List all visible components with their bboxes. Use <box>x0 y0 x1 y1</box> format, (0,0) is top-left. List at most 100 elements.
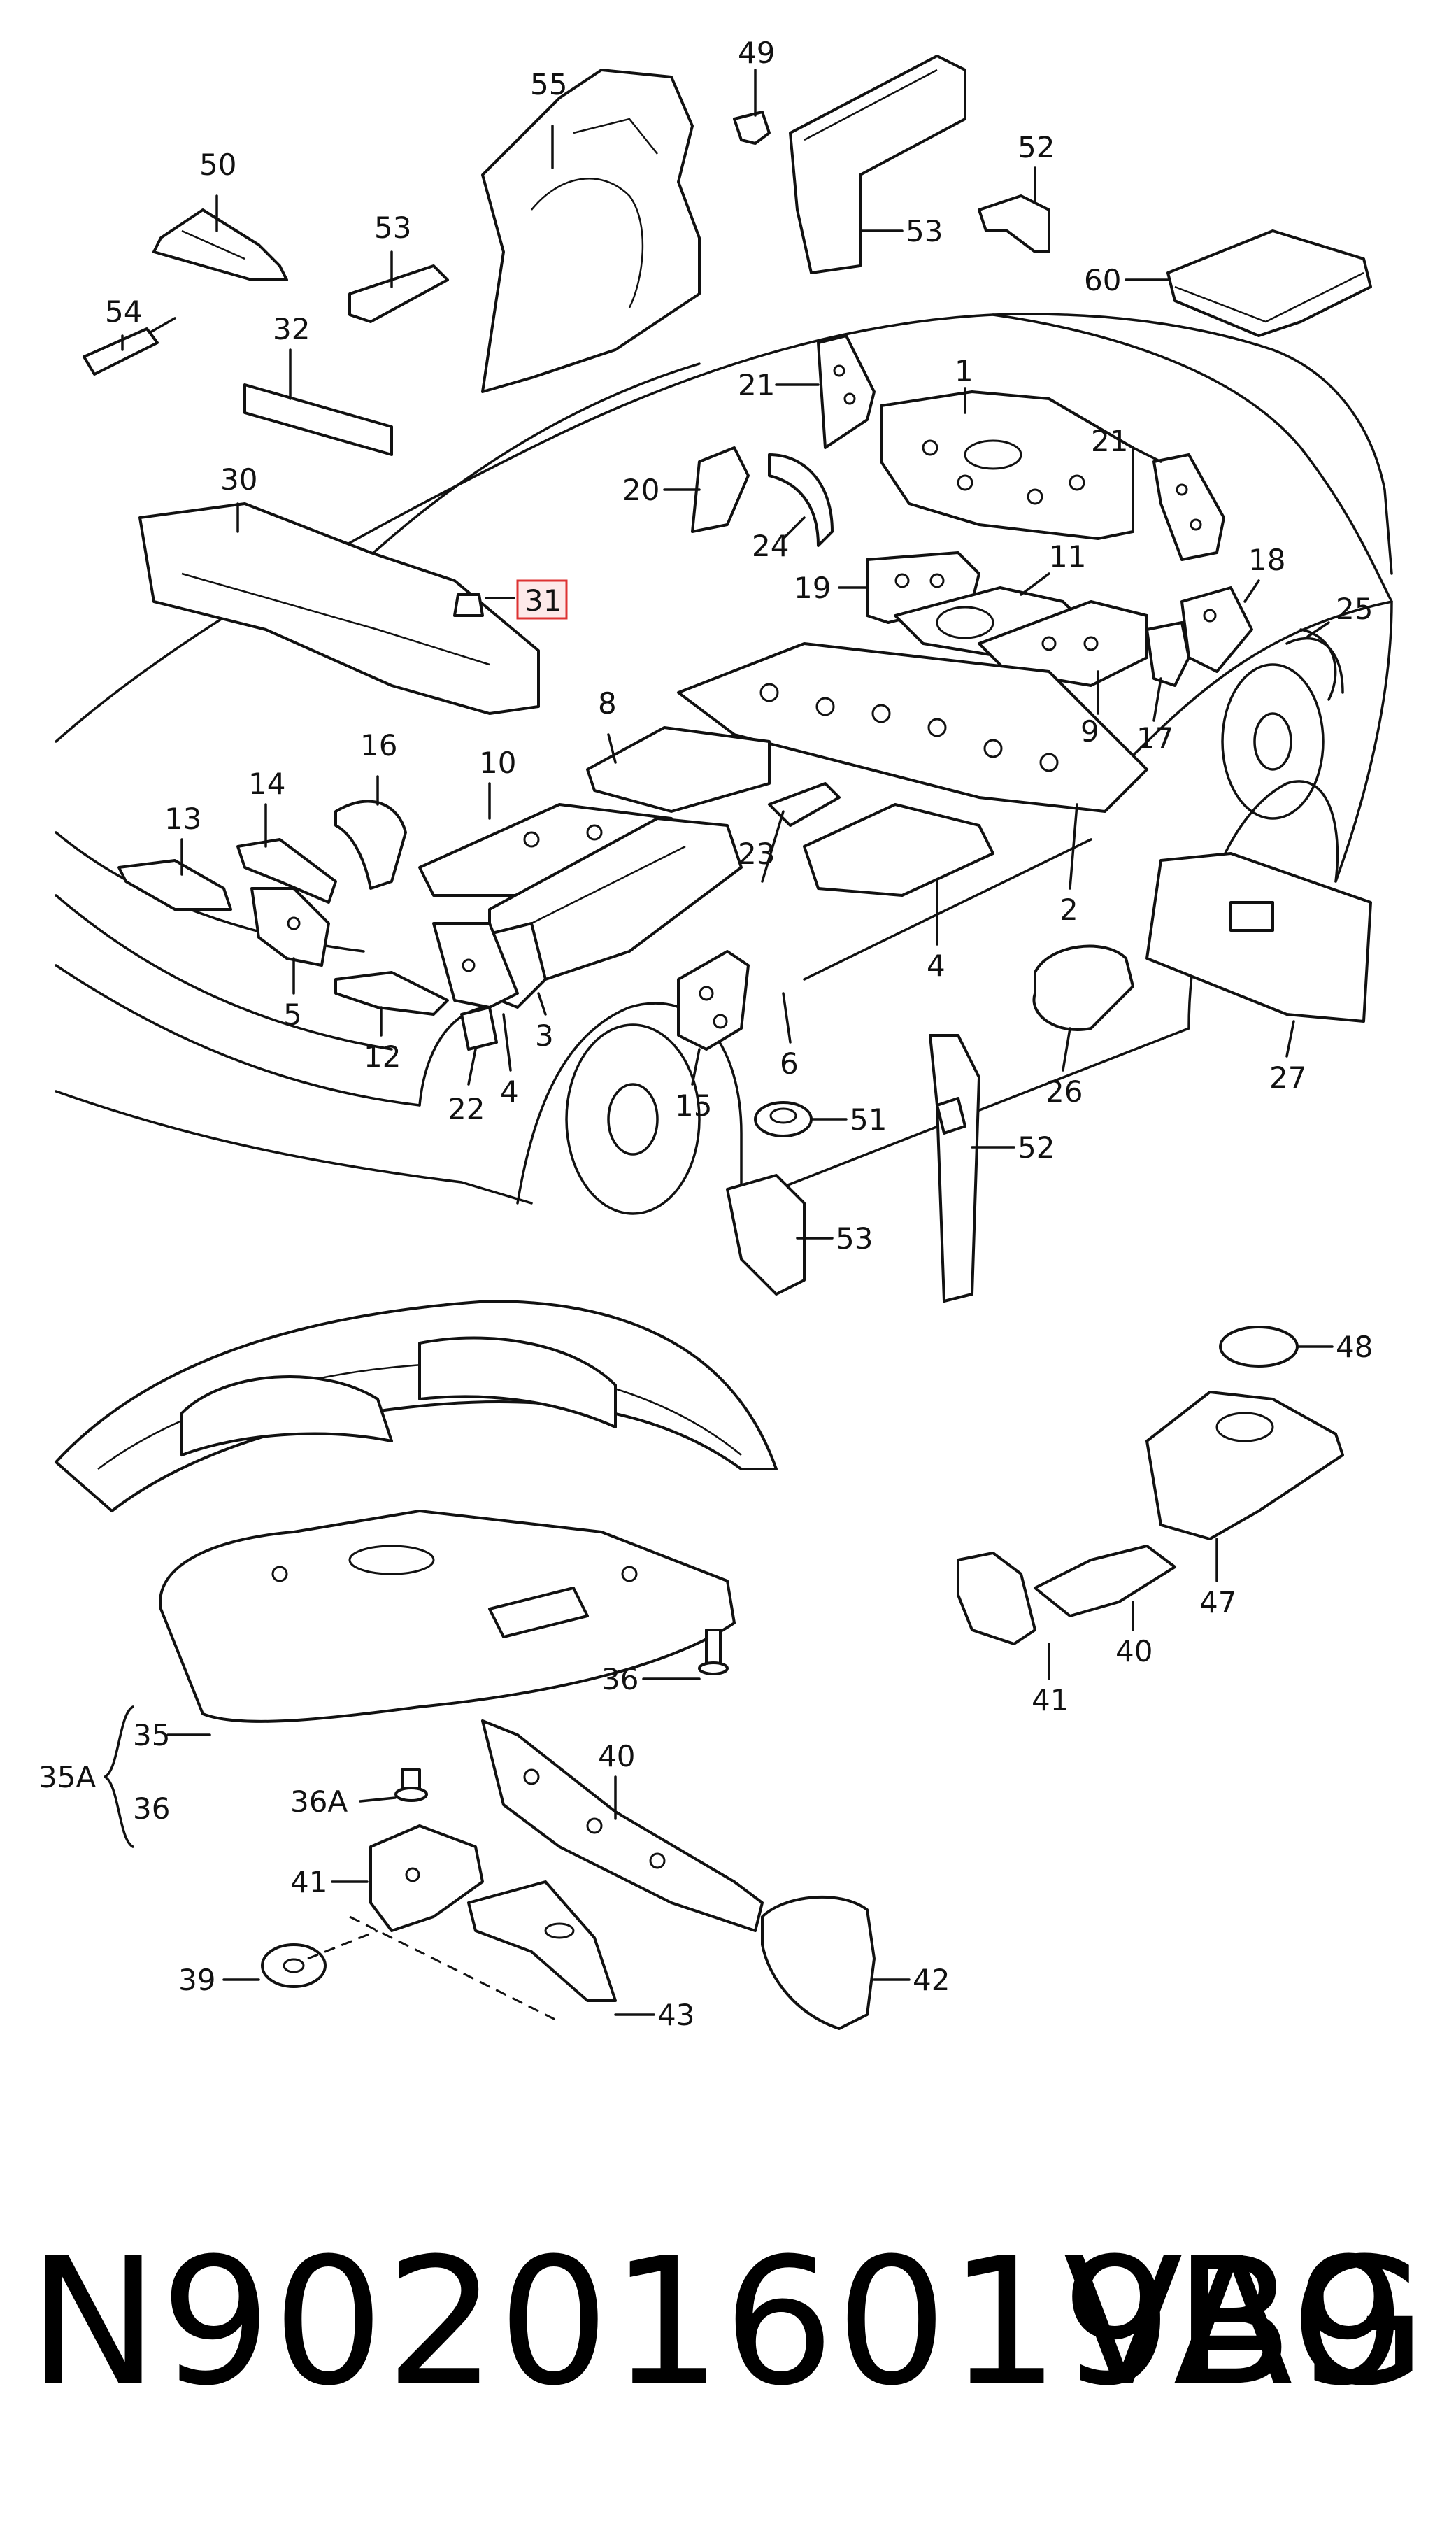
callout-labels: 55 49 53 52 60 50 53 54 32 30 31 21 21 2… <box>38 36 1373 2032</box>
part-number: N902016019B9 <box>28 2220 1408 2424</box>
part-24-shield <box>768 453 834 547</box>
callout-32: 32 <box>273 312 310 346</box>
callout-41: 41 <box>290 1865 327 1899</box>
part-20-bracket <box>691 446 750 533</box>
part-53-clip <box>733 111 771 145</box>
part-51-bracket <box>978 194 1050 253</box>
callout-1: 1 <box>955 354 973 388</box>
callout-26: 26 <box>1045 1074 1083 1109</box>
part-49-block <box>726 1174 806 1296</box>
part-44-housing <box>1145 1391 1344 1540</box>
callout-36: 36 <box>601 1662 638 1696</box>
callout-44: 47 <box>1199 1585 1236 1619</box>
part-1-panel <box>880 390 1134 540</box>
callout-7: 4 <box>927 949 945 983</box>
part-17-bracket <box>1145 621 1190 687</box>
callout-49: 53 <box>836 1221 873 1256</box>
callout-25: 25 <box>1336 592 1373 626</box>
part-55-sensor <box>83 317 176 376</box>
part-43-cover <box>467 1880 617 2002</box>
part-22-clip <box>460 1006 498 1051</box>
callout-55: 54 <box>105 295 142 329</box>
part-35-hood <box>55 1300 778 1723</box>
callout-6: 6 <box>780 1046 799 1081</box>
callout-37: 40 <box>1115 1634 1152 1668</box>
part-18-bracket <box>1180 586 1253 673</box>
part-21a-bracket <box>817 334 876 449</box>
part-25-liner <box>1285 637 1344 694</box>
part-32-strip <box>243 383 393 456</box>
part-31-clip <box>453 593 484 617</box>
callout-15: 15 <box>675 1088 712 1123</box>
callout-22: 22 <box>448 1092 485 1126</box>
part-13-panel <box>117 859 232 911</box>
callout-50: 53 <box>906 214 943 248</box>
callout-12: 12 <box>364 1040 401 1074</box>
callout-54: 53 <box>374 211 411 245</box>
car-body-outline <box>55 313 1393 1215</box>
part-16-shield <box>334 800 407 890</box>
part-52-bracket <box>152 208 288 281</box>
part-36-clip <box>698 1629 729 1675</box>
callout-52: 50 <box>199 148 236 182</box>
callout-45: 48 <box>1336 1330 1373 1364</box>
part-48-rail <box>929 1034 980 1303</box>
callout-13: 13 <box>164 802 201 836</box>
part-8-panel <box>586 726 771 813</box>
part-50-duct <box>789 55 966 274</box>
callout-3: 3 <box>535 1019 554 1053</box>
part-7-panel <box>803 803 994 897</box>
callout-11: 11 <box>1049 539 1086 574</box>
part-41-bracket <box>369 1824 484 1932</box>
part-45-disc <box>1219 1326 1299 1368</box>
part-37-plate <box>1034 1545 1176 1617</box>
callout-42: 42 <box>913 1963 950 1997</box>
callout-20: 20 <box>622 473 659 507</box>
callout-31-highlight <box>516 579 568 620</box>
callout-8: 8 <box>598 686 617 721</box>
callout-39: 39 <box>178 1963 215 1997</box>
part-39-washer <box>261 1943 327 1988</box>
callout-17: 17 <box>1136 721 1173 755</box>
callout-4: 4 <box>500 1074 519 1109</box>
part-5-bracket <box>250 887 330 967</box>
callout-18: 18 <box>1248 543 1285 577</box>
callout-36a: 36A <box>290 1785 348 1819</box>
part-38-bracket <box>957 1552 1036 1645</box>
callout-21b: 21 <box>1091 424 1128 458</box>
part-36a-clip <box>394 1768 428 1802</box>
part-30-crossmember <box>138 502 540 715</box>
callout-40: 40 <box>598 1739 635 1773</box>
part-23-tunnel-cover <box>488 782 841 981</box>
callout-9: 10 <box>479 746 516 780</box>
part-26-cap <box>1032 944 1134 1031</box>
part-47-grommet <box>754 1101 813 1137</box>
callout-2: 2 <box>1059 893 1078 927</box>
part-40-bracket <box>481 1719 764 1932</box>
callout-16: 16 <box>360 728 397 762</box>
callout-19: 19 <box>794 571 831 605</box>
callout-5: 5 <box>283 998 302 1032</box>
part-14-panel <box>236 838 337 904</box>
callout-31: 31 <box>524 583 562 618</box>
callout-43: 43 <box>657 1998 694 2032</box>
part-60-box <box>1166 229 1372 337</box>
callout-35: 35 <box>133 1718 170 1752</box>
part-12-panel <box>334 971 449 1016</box>
part-21b-bracket <box>1152 453 1225 561</box>
part-4-bracket <box>432 922 519 1009</box>
callout-35a: 35A <box>38 1760 96 1794</box>
part-42-cap <box>761 1895 876 2030</box>
callout-60: 60 <box>1084 263 1121 297</box>
callout-27: 27 <box>1269 1060 1306 1095</box>
part-27-mat <box>1145 852 1372 1023</box>
callout-14: 14 <box>248 767 285 801</box>
callout-36b: 36 <box>133 1792 170 1826</box>
callout-53: 49 <box>738 36 775 70</box>
part-46-wheelhouse <box>481 69 701 393</box>
part-15-bracket <box>677 950 750 1051</box>
callout-30: 30 <box>220 462 257 497</box>
brand-name: VAG <box>1063 2220 1428 2424</box>
callout-48: 52 <box>1018 1130 1055 1165</box>
